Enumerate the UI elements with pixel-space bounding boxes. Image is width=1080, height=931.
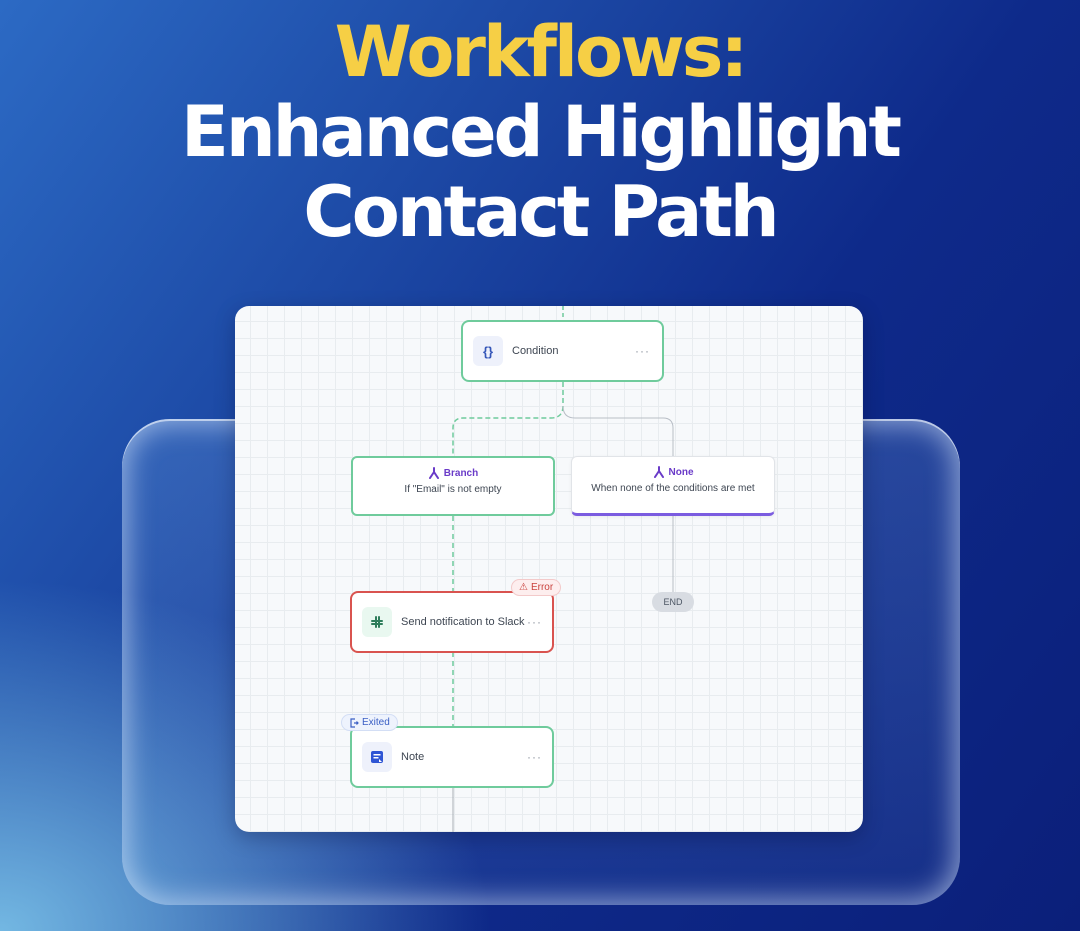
slack-node[interactable]: Send notification to Slack ··· (350, 591, 554, 653)
title-line-1: Workflows: (334, 11, 749, 93)
error-badge-label: Error (530, 582, 554, 593)
none-description: When none of the conditions are met (591, 483, 755, 494)
curly-braces-icon: {} (473, 336, 503, 366)
note-icon (362, 742, 392, 772)
slack-label: Send notification to Slack (401, 616, 525, 628)
branch-node[interactable]: Branch If "Email" is not empty (351, 456, 555, 516)
title-line-2: Enhanced Highlight (181, 91, 902, 173)
condition-menu-button[interactable]: ··· (635, 344, 650, 358)
slack-menu-button[interactable]: ··· (527, 615, 542, 629)
branch-title: Branch (443, 467, 479, 479)
branch-icon (653, 466, 664, 478)
connector-lines (452, 306, 674, 832)
error-badge: ⚠ Error (511, 579, 562, 596)
branch-icon (428, 467, 439, 479)
workflow-canvas[interactable]: {} Condition ··· Branch If "Email" is no… (235, 306, 863, 832)
condition-label: Condition (512, 345, 559, 357)
condition-node[interactable]: {} Condition ··· (461, 320, 664, 382)
exit-icon (350, 717, 359, 728)
note-label: Note (401, 751, 425, 763)
page-title: Workflows: Enhanced Highlight Contact Pa… (0, 12, 1080, 252)
note-menu-button[interactable]: ··· (527, 750, 542, 764)
none-title: None (668, 466, 694, 478)
exited-badge-label: Exited (362, 717, 390, 728)
end-marker: END (652, 592, 694, 612)
branch-description: If "Email" is not empty (404, 484, 502, 495)
none-node[interactable]: None When none of the conditions are met (571, 456, 775, 516)
exited-badge: Exited (341, 714, 398, 731)
title-line-3: Contact Path (303, 171, 779, 253)
warning-triangle-icon: ⚠ (519, 582, 528, 593)
note-node[interactable]: Note ··· (350, 726, 554, 788)
slack-icon (362, 607, 392, 637)
